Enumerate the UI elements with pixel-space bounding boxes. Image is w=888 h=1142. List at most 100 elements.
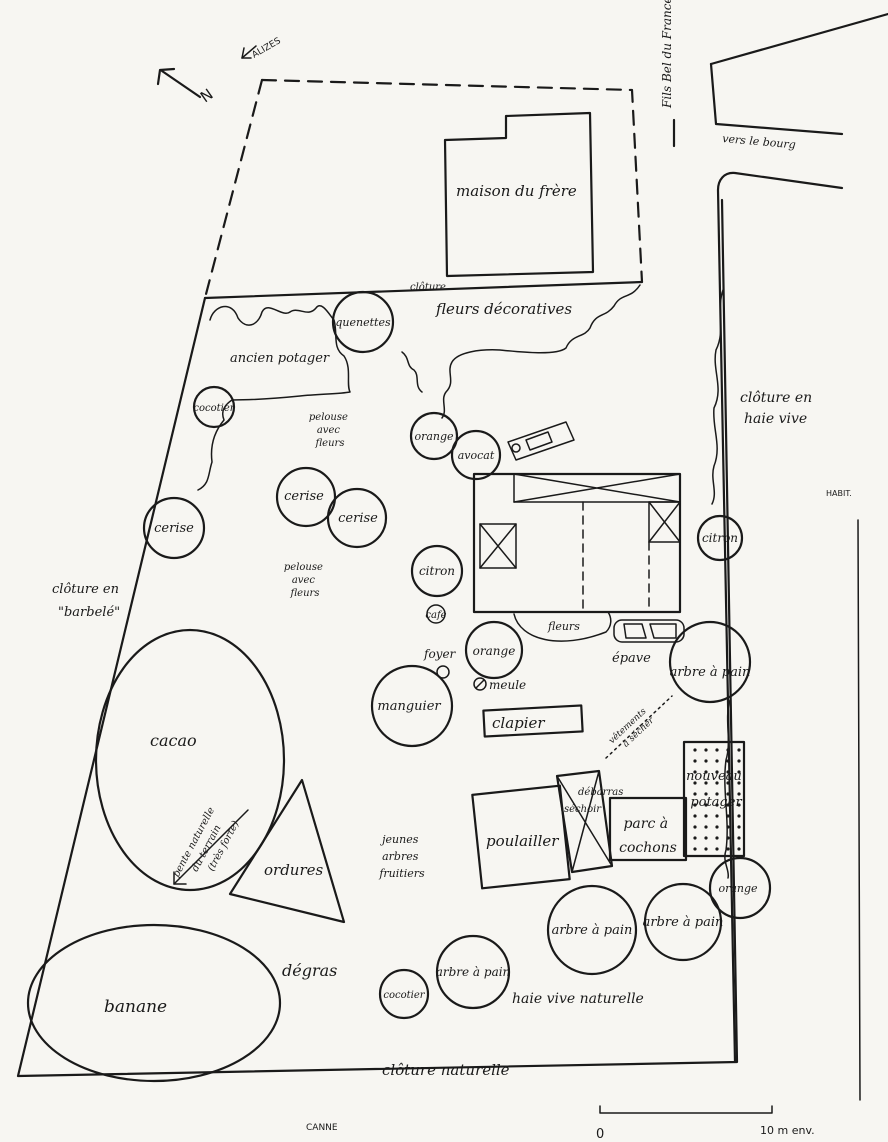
pigsty xyxy=(608,796,688,862)
fireplace: foyer xyxy=(423,647,457,679)
fireplace-label: foyer xyxy=(423,647,457,661)
tree-citron-lawn: citron xyxy=(410,544,464,598)
garden-dot xyxy=(704,770,708,774)
flower-border-hedge xyxy=(441,284,641,419)
tree-label: citron xyxy=(419,564,455,578)
brother-house-label: maison du frère xyxy=(456,182,577,200)
garden-dot xyxy=(737,847,741,851)
road-edge-mid xyxy=(709,62,844,136)
flower-bed xyxy=(513,611,612,642)
tree-crown-icon xyxy=(331,290,395,354)
tree-orange-north: orange xyxy=(409,411,459,461)
tree-label: orange xyxy=(414,430,454,443)
tree-crown-icon xyxy=(378,968,430,1020)
tree-label: arbre à pain xyxy=(643,915,724,930)
cacao-label: cacao xyxy=(150,731,197,750)
garden-dot xyxy=(726,803,730,807)
tree-label: cerise xyxy=(338,511,378,526)
garden-dot xyxy=(704,803,708,807)
garden-dot xyxy=(704,847,708,851)
garden-dot xyxy=(715,770,719,774)
grindstone: meule xyxy=(473,677,526,692)
brother-lot-boundary xyxy=(260,78,644,284)
garden-dot xyxy=(704,836,708,840)
garden-dot xyxy=(693,836,697,840)
tree-label: arbre à pain xyxy=(436,965,511,979)
tree-label: orange xyxy=(718,882,758,895)
garden-dot xyxy=(693,792,697,796)
garden-dot xyxy=(726,814,730,818)
road-edge-top xyxy=(709,12,888,66)
garden-dot xyxy=(693,770,697,774)
tree-citron-east: citron xyxy=(696,514,744,562)
road-edge-east xyxy=(716,171,844,1064)
coffee-bush-label: cafe xyxy=(425,610,446,621)
wreck-car-icon xyxy=(613,619,685,643)
tree-crown-icon xyxy=(275,466,337,528)
tree-label: citron xyxy=(702,531,738,545)
wind-arrow-icon xyxy=(241,45,257,59)
garden-dot xyxy=(704,825,708,829)
garden-dot xyxy=(726,792,730,796)
scale-end: 10 m env. xyxy=(760,1124,815,1137)
garden-dot xyxy=(715,748,719,752)
house-outline xyxy=(472,472,682,614)
garden-dot xyxy=(704,781,708,785)
tree-manguier: manguier xyxy=(370,664,454,748)
east-hedge-north xyxy=(711,289,724,505)
banana-field xyxy=(26,923,282,1083)
coffee-bush-icon xyxy=(426,604,446,624)
tree-crown-icon xyxy=(668,620,752,704)
garden-dot xyxy=(726,748,730,752)
tree-label: cerise xyxy=(284,489,324,504)
old-garden-hedge xyxy=(197,305,351,491)
clothes-line-label: vêtements à sécher xyxy=(607,704,659,755)
rabbit-hutch-label: clapier xyxy=(492,714,545,732)
flower-bed-label: fleurs xyxy=(547,620,580,633)
garden-dot xyxy=(693,748,697,752)
new-garden-dots xyxy=(693,748,741,851)
lawn-label-1: pelouse avec fleurs xyxy=(309,412,351,449)
tree-label: arbre à pain xyxy=(670,665,751,680)
garden-dot xyxy=(737,825,741,829)
tree-cerise-west: cerise xyxy=(142,496,206,560)
tree-orange-yard: orange xyxy=(464,620,524,680)
car-icon xyxy=(507,421,575,461)
tree-label: cocotier xyxy=(193,403,235,414)
garden-dot xyxy=(737,836,741,840)
hedge-branch xyxy=(401,351,423,393)
pigsty-label: parc à cochons xyxy=(619,816,677,856)
hedge-fence-label: clôture en haie vive xyxy=(740,390,817,427)
separator-fence xyxy=(203,280,644,300)
rabbit-hutch xyxy=(482,704,584,738)
house-room-ne xyxy=(648,501,681,543)
wreck-label: épave xyxy=(612,651,651,666)
scale-line xyxy=(599,1105,773,1114)
garden-dot xyxy=(715,836,719,840)
barbed-fence-label: clôture en "barbelé" xyxy=(52,582,123,620)
brother-lot-west-boundary xyxy=(203,78,264,300)
tree-arbre-a-pain-east: arbre à pain xyxy=(668,620,752,704)
tree-cocotier-south: cocotier xyxy=(378,968,430,1020)
scale-bar: 0 10 m env. xyxy=(596,1105,815,1142)
garden-dot xyxy=(726,770,730,774)
house-room-w-cross xyxy=(479,523,517,569)
separator-label: clôture xyxy=(410,282,446,293)
tree-label: orange xyxy=(473,644,516,658)
garden-dot xyxy=(737,770,741,774)
tree-crown-icon xyxy=(192,385,236,429)
garden-dot xyxy=(737,781,741,785)
main-house xyxy=(472,472,682,614)
wind-label: ALIZES xyxy=(251,36,283,60)
young-trees-label: jeunes arbres fruitiers xyxy=(378,833,425,880)
coffee-bush: cafe xyxy=(425,604,447,624)
tree-crown-icon xyxy=(696,514,744,562)
natural-hedge-label: haie vive naturelle xyxy=(512,991,644,1007)
tree-crown-icon xyxy=(326,487,388,549)
tree-label: manguier xyxy=(377,699,441,714)
tree-arbre-a-pain-south-2: arbre à pain xyxy=(643,882,724,962)
natural-fence-label: clôture naturelle xyxy=(382,1061,510,1079)
garden-dot xyxy=(693,814,697,818)
garden-dot xyxy=(715,814,719,818)
